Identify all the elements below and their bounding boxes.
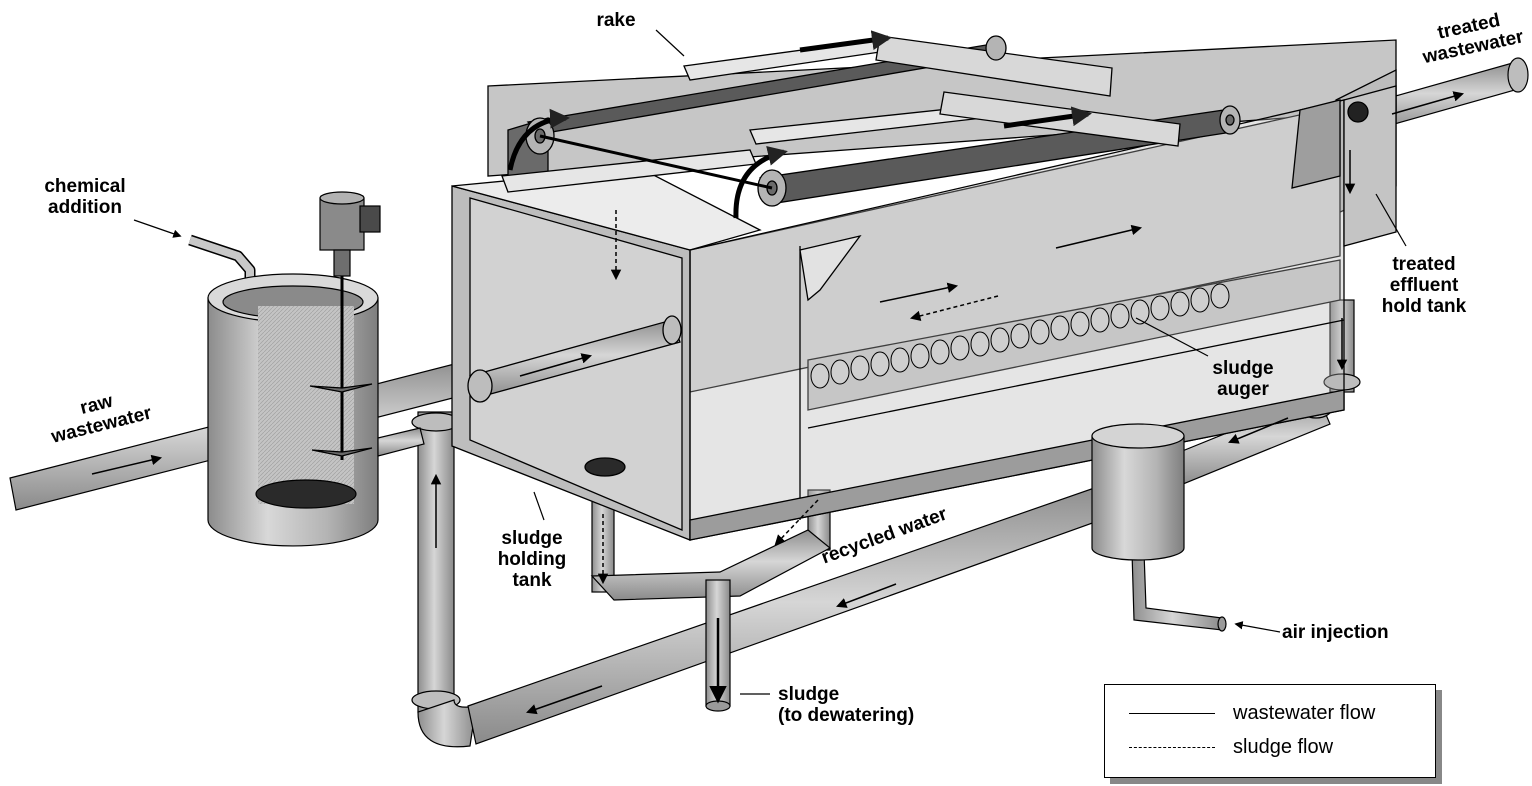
label-sludge-holding-tank: sludge holding tank xyxy=(497,528,567,591)
rake-travel-arrow-2 xyxy=(1003,106,1092,129)
return-flow-arrow xyxy=(1228,417,1289,444)
label-treated-effluent-hold-tank: treated effluent hold tank xyxy=(1381,254,1467,317)
air-injection-pipe xyxy=(1131,551,1223,631)
legend-dashed-line xyxy=(1129,747,1215,748)
mix-tank xyxy=(207,191,425,547)
sludge-auger xyxy=(810,283,1230,389)
leader-holding-tank xyxy=(533,491,545,521)
leader-hold-tank xyxy=(1375,193,1407,247)
inlet-baffle xyxy=(799,234,862,302)
rake-rotation-left xyxy=(507,108,570,171)
legend-row-sludge: sludge flow xyxy=(1105,733,1435,763)
rake-assembly xyxy=(501,35,1241,207)
sludge-drain-opening xyxy=(584,457,626,477)
tank-flow-arrow-1 xyxy=(879,282,959,303)
mix-tank-bottom xyxy=(255,479,357,509)
inlet-flow-arrow xyxy=(519,353,593,377)
raw-flow-arrow xyxy=(91,454,163,475)
label-rake: rake xyxy=(596,10,636,31)
rake-travel-arrow-1 xyxy=(799,30,892,53)
effluent-weir xyxy=(1291,99,1341,189)
leader-chemical xyxy=(133,219,182,238)
leader-rake xyxy=(655,29,685,57)
treated-flow-arrow xyxy=(1391,91,1465,115)
legend: wastewater flow sludge flow xyxy=(1104,684,1436,778)
impeller-lower xyxy=(311,447,373,457)
air-injection-end xyxy=(1217,616,1227,632)
label-sludge-to-dewatering: sludge (to dewatering) xyxy=(778,684,915,726)
legend-solid-line xyxy=(1129,713,1215,714)
rake-rotation-front xyxy=(733,146,788,219)
legend-wastewater-flow: wastewater flow xyxy=(1233,702,1376,724)
impeller-upper xyxy=(309,383,373,393)
rake-roller-back xyxy=(985,35,1007,61)
leader-auger xyxy=(1135,317,1209,357)
legend-row-wastewater: wastewater flow xyxy=(1105,699,1435,729)
label-sludge-auger: sludge auger xyxy=(1212,358,1274,400)
sludge-outlet-end xyxy=(705,700,731,712)
rake-shaft xyxy=(539,134,773,190)
sludge-collector xyxy=(590,529,832,601)
flow-arrows xyxy=(91,29,1465,715)
recycle-flow-arrow-2 xyxy=(526,685,603,715)
recycle-riser-pipe xyxy=(417,411,455,713)
tank-flow-arrow-2 xyxy=(1055,224,1143,249)
sludge-flow-arrow-right xyxy=(774,499,819,546)
treated-outlet-flange xyxy=(1507,57,1529,93)
recycle-flow-arrow xyxy=(836,583,897,608)
mixer-motor xyxy=(319,197,365,251)
daf-tank xyxy=(451,39,1397,541)
air-saturator xyxy=(1091,423,1185,561)
riser-elbow xyxy=(417,699,477,748)
legend-sludge-flow: sludge flow xyxy=(1233,736,1334,758)
label-air-injection: air injection xyxy=(1282,622,1389,643)
leader-air xyxy=(1234,621,1281,633)
rake-blade-2 xyxy=(875,35,1113,97)
sludge-flow-arrow-tank xyxy=(909,295,999,322)
label-chemical-addition: chemical addition xyxy=(44,176,126,218)
